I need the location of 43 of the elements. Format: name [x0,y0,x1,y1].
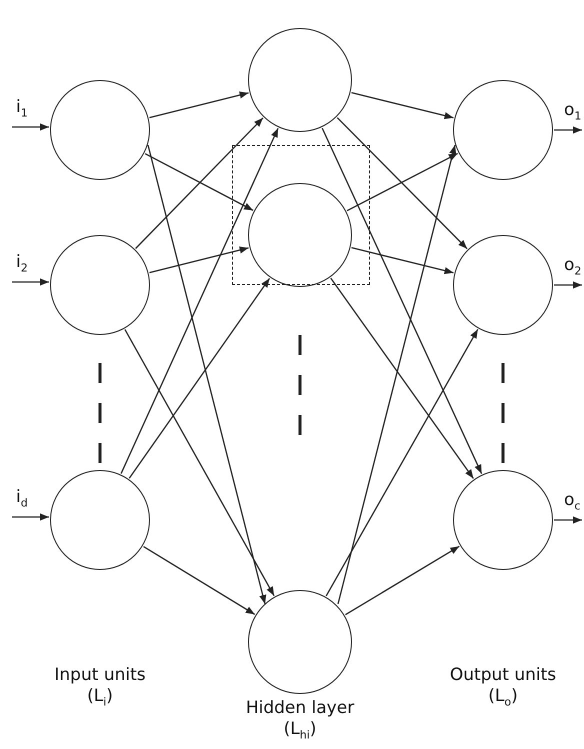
neuron-circle [248,28,352,132]
arrow [128,278,270,479]
edge-label: o$_{c}$ [564,492,580,512]
edge-label: i$_{2}$ [16,254,28,274]
arrow [345,546,460,616]
arrow [143,546,256,615]
arrow [120,128,279,474]
dashed-highlight-box [232,145,370,285]
edge-label: o$_{1}$ [564,102,582,122]
arrow [337,144,456,604]
neuron-circle [453,470,553,570]
arrow [554,516,582,524]
layer-caption: Output units (L$_{o}$) [448,665,558,710]
arrow [554,126,582,134]
arrow [554,281,582,289]
neuron-circle [453,80,553,180]
arrow [12,513,49,521]
arrow [149,246,249,274]
neuron-circle [248,590,352,694]
arrow [330,278,474,479]
layer-caption: Hidden layer (L$_{hi}$) [244,698,356,742]
edge-label: i$_{1}$ [16,99,28,118]
arrow [147,144,266,604]
arrow [144,153,254,211]
edge-label: i$_{d}$ [16,489,28,508]
neuron-circle [248,182,352,286]
arrow [351,247,454,274]
arrow [336,117,468,250]
arrow [346,152,458,212]
arrow [12,278,49,286]
arrow [326,329,478,596]
edge-label: o$_{2}$ [564,257,582,276]
neuron-circle [50,235,150,335]
arrow [149,92,249,118]
arrow [351,92,454,120]
neuron-circle [50,470,150,570]
arrow [322,128,482,474]
layer-caption: Input units (L$_{i}$) [53,665,147,710]
neuron-circle [453,235,553,335]
arrow [12,123,49,131]
neuron-circle [50,80,150,180]
arrow [124,329,275,596]
arrow [135,117,264,249]
